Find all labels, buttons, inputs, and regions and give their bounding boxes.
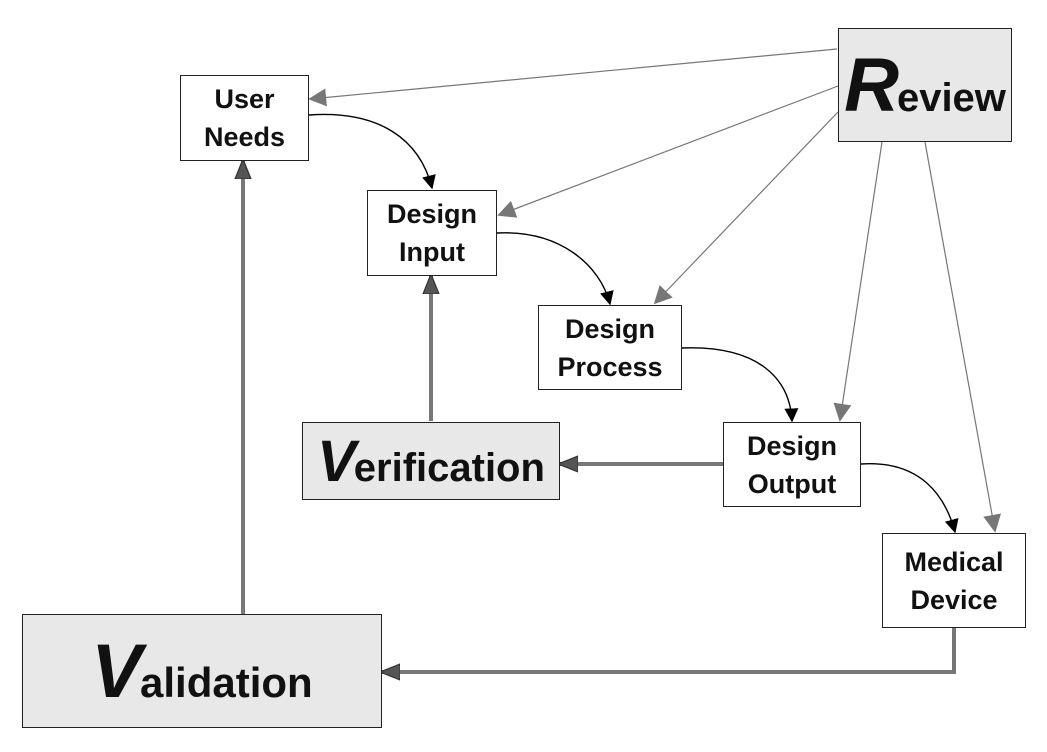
validation-initial: V <box>91 628 142 714</box>
arrow-review-to-design-output <box>833 141 883 422</box>
user-needs-box: User Needs <box>180 75 309 161</box>
medical-device-line2: Device <box>910 584 998 615</box>
validation-box: Validation <box>22 614 382 728</box>
design-process-line2: Process <box>557 351 663 382</box>
user-needs-line2: Needs <box>203 122 286 152</box>
arrow-review-to-medical-device <box>924 141 1001 533</box>
verification-box: Verification <box>302 422 560 500</box>
arrow-review-to-design-input <box>497 85 839 218</box>
arrow-medical-device-to-validation <box>382 628 956 672</box>
review-box: Review <box>838 28 1012 142</box>
review-initial: R <box>844 42 899 128</box>
design-output-line1: Design <box>746 430 838 461</box>
user-needs-line1: User <box>214 84 275 114</box>
design-input-line1: Design <box>386 199 478 229</box>
arrow-review-to-design-process <box>653 111 839 305</box>
validation-rest: alidation <box>140 658 313 706</box>
medical-device-box: Medical Device <box>882 533 1026 628</box>
arrow-review-to-user-needs <box>308 48 838 107</box>
design-output-line2: Output <box>747 468 837 499</box>
verification-rest: erification <box>353 445 545 490</box>
arrow-design-output-to-medical-device <box>860 463 959 534</box>
arrow-design-input-to-design-process <box>496 232 614 306</box>
medical-device-line1: Medical <box>904 546 1004 577</box>
design-process-line1: Design <box>564 313 656 344</box>
arrow-design-process-to-design-output <box>681 347 799 423</box>
arrow-user-needs-to-design-input <box>308 113 436 190</box>
review-rest: eview <box>896 75 1006 120</box>
verification-initial: V <box>317 428 356 494</box>
design-output-box: Design Output <box>723 422 861 507</box>
design-input-line2: Input <box>399 237 465 267</box>
design-process-box: Design Process <box>538 305 682 390</box>
design-input-box: Design Input <box>367 190 497 276</box>
